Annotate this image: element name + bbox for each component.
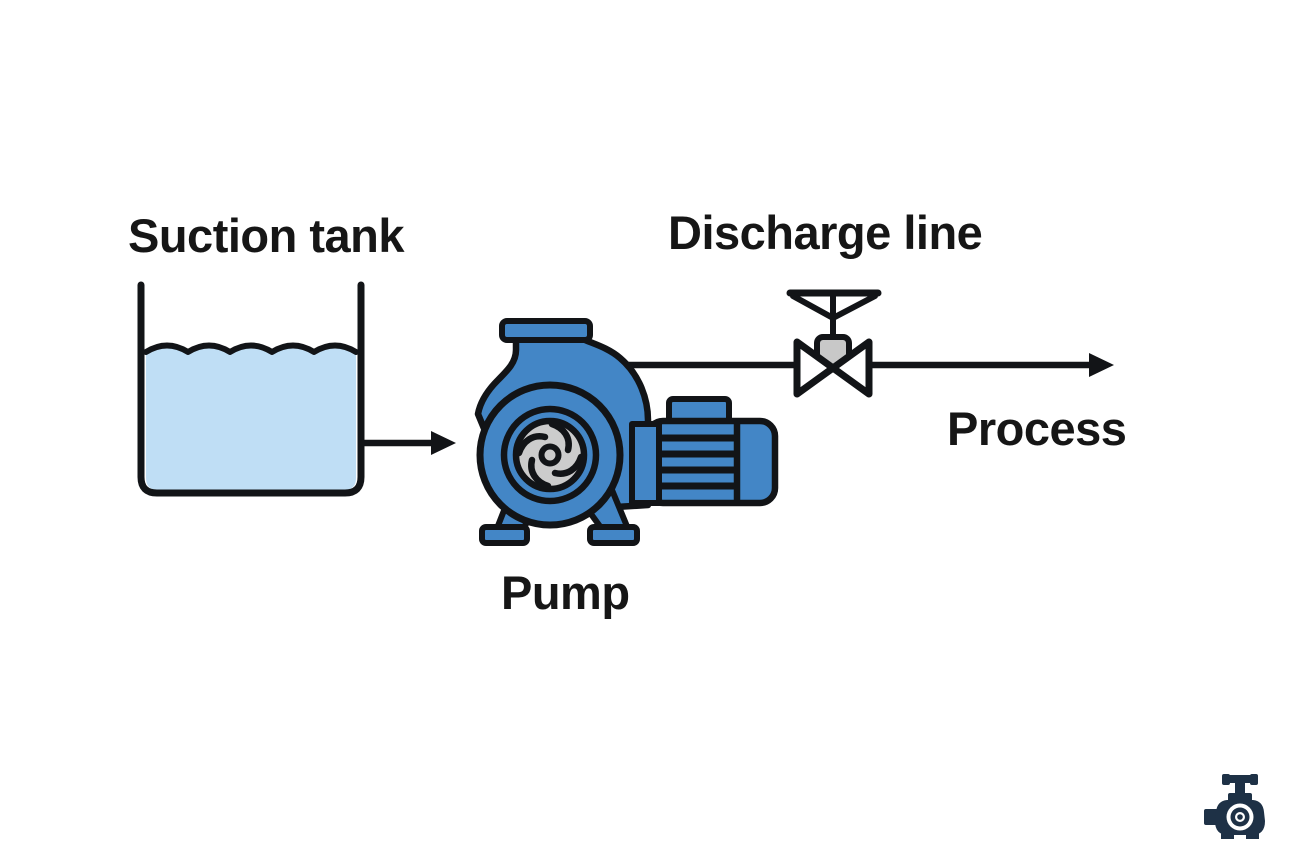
pump-left-foot [479, 524, 530, 546]
pump-flange [499, 318, 593, 343]
water-surface-wave [143, 342, 359, 355]
process-label: Process [947, 402, 1127, 455]
pump-label: Pump [501, 566, 630, 619]
pump-logo-icon [1204, 774, 1265, 839]
impeller [512, 417, 588, 493]
valve-body-left [793, 338, 837, 398]
valve-with-handwheel-icon [786, 289, 882, 398]
pump-right-foot [587, 524, 640, 546]
tank-water [146, 345, 356, 490]
discharge-arrowhead [1089, 353, 1114, 377]
tank-walls [137, 281, 365, 497]
suction-flow-arrow-icon [359, 431, 456, 455]
impeller-blades [515, 420, 585, 490]
centrifugal-pump-icon [474, 318, 779, 546]
suction-tank-label: Suction tank [128, 209, 405, 262]
suction-tank [137, 281, 365, 497]
valve-body-right [829, 338, 873, 398]
impeller-hub [538, 443, 562, 467]
discharge-line-label: Discharge line [668, 206, 983, 259]
